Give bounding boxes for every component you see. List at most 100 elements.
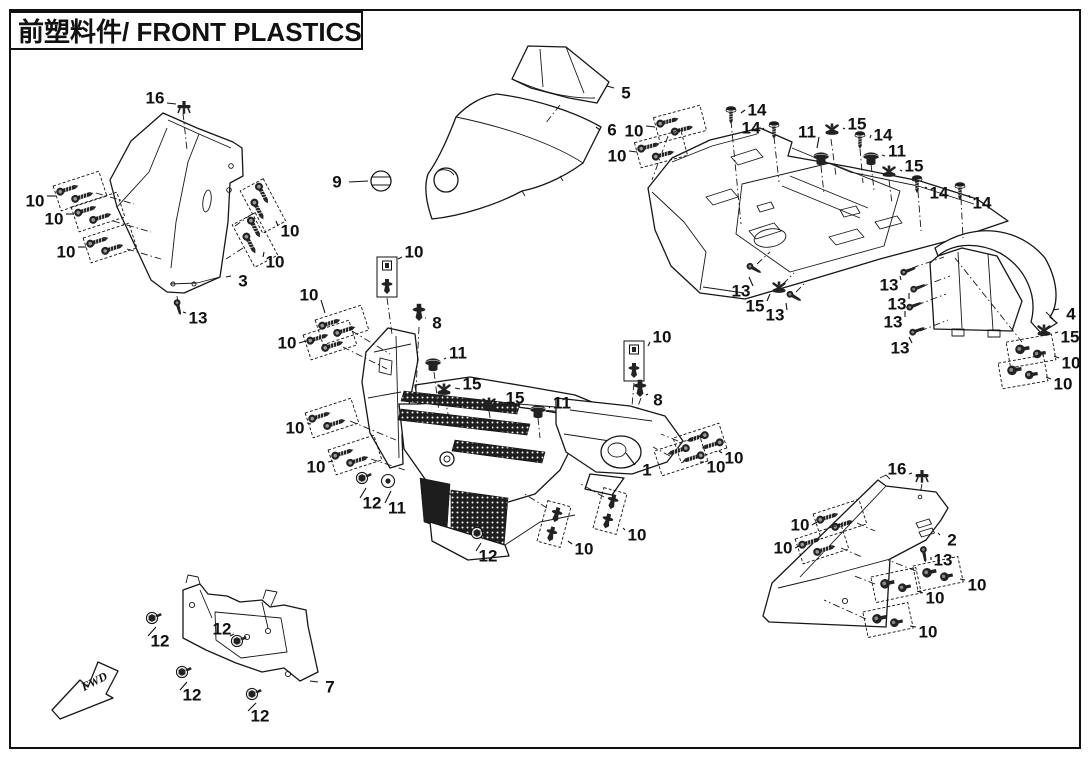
callout-12: 12: [175, 665, 202, 705]
callout-label: 14: [742, 119, 761, 138]
callout-2: 2: [937, 531, 957, 550]
part-front-bumper: [361, 327, 684, 561]
fwd-arrow: FWD: [51, 661, 119, 720]
leader-line: [794, 545, 800, 549]
callout-label: 15: [848, 115, 867, 134]
callout-label: 14: [874, 126, 893, 145]
callout-label: 14: [748, 101, 767, 120]
callout-label: 1: [642, 461, 651, 480]
small-screw-icon: [172, 298, 184, 317]
callout-label: 13: [884, 313, 903, 332]
callout-label: 10: [286, 419, 305, 438]
callout-13: 13: [732, 261, 763, 301]
leader-line: [606, 85, 615, 89]
callout-label: 5: [621, 84, 630, 103]
callout-10: 10: [232, 213, 284, 272]
callout-label: 10: [919, 623, 938, 642]
bolt-pair-icon: [303, 320, 357, 360]
leader-line: [881, 154, 886, 157]
callout-5: 5: [606, 84, 631, 103]
leader-line: [359, 487, 367, 499]
callout-label: 14: [930, 184, 949, 203]
plug-icon: [862, 151, 880, 166]
callout-10: 10: [774, 524, 849, 564]
callout-15: 15: [436, 375, 481, 397]
callout-label: 10: [926, 589, 945, 608]
leader-line: [1054, 331, 1059, 334]
callout-label: 13: [189, 309, 208, 328]
page-border: [9, 9, 1081, 749]
callout-10: 10: [300, 286, 369, 345]
leader-line: [595, 126, 601, 131]
callout-10: 10: [1006, 334, 1081, 373]
leader-line: [225, 275, 232, 278]
callout-11: 11: [424, 344, 467, 372]
leader-line: [924, 186, 928, 189]
leader-line: [968, 194, 971, 199]
star-clip-icon: [881, 164, 897, 179]
callout-label: 10: [707, 458, 726, 477]
callout-label: 7: [325, 678, 334, 697]
callout-label: 10: [405, 243, 424, 262]
callout-10: 10: [593, 488, 646, 545]
callout-label: 10: [57, 243, 76, 262]
hex-bolt-icon: [245, 687, 263, 701]
callout-15: 15: [1036, 323, 1079, 347]
leader-line: [309, 680, 319, 683]
callout-15: 15: [481, 389, 524, 411]
small-screw-icon: [919, 545, 929, 563]
leader-line: [899, 169, 903, 172]
callout-label: 10: [608, 147, 627, 166]
callout-8: 8: [413, 304, 442, 333]
callout-10: 10: [654, 436, 726, 477]
hex-bolt-icon: [355, 471, 373, 485]
push-clip-icon: [634, 380, 647, 397]
leader-line: [647, 341, 651, 347]
callout-label: 10: [1062, 354, 1081, 373]
callout-label: 10: [628, 526, 647, 545]
callout-label: 14: [973, 194, 992, 213]
callout-label: 9: [332, 173, 341, 192]
part-fender-flare: [929, 230, 1058, 338]
callout-10: 10: [863, 603, 938, 642]
leader-line: [816, 136, 820, 149]
plug-icon: [424, 357, 442, 372]
callout-10: 10: [625, 105, 707, 143]
callout-11: 11: [798, 123, 830, 166]
callout-15: 15: [746, 280, 787, 316]
leader-line: [348, 180, 369, 183]
callout-11: 11: [862, 142, 906, 166]
callout-label: 12: [183, 686, 202, 705]
callout-10: 10: [673, 423, 743, 468]
leader-line: [762, 127, 765, 130]
callout-14: 14: [742, 119, 780, 140]
callout-10: 10: [26, 171, 107, 211]
callout-16: 16: [888, 460, 930, 484]
screw-icon: [854, 130, 866, 150]
callout-label: 10: [300, 286, 319, 305]
hex-bolt-icon: [175, 665, 193, 679]
callout-label: 10: [281, 222, 300, 241]
hex-bolt-icon: [145, 611, 163, 625]
leader-line: [179, 681, 188, 691]
callout-label: 10: [26, 192, 45, 211]
callout-15: 15: [881, 157, 923, 179]
leader-line: [740, 109, 746, 114]
leader-line: [645, 125, 656, 128]
leader-line: [166, 102, 177, 105]
title-box: [9, 11, 363, 50]
leader-line: [645, 393, 649, 396]
callout-7: 7: [309, 678, 335, 697]
leader-line: [916, 590, 924, 594]
callout-label: 15: [746, 297, 765, 316]
callout-10: 10: [240, 179, 299, 241]
top-clip-icon: [914, 469, 930, 484]
callout-label: 2: [947, 531, 956, 550]
leader-line: [1045, 376, 1052, 380]
clip-box-icon: [624, 341, 644, 381]
callout-13: 13: [888, 281, 928, 314]
callout-10: 10: [45, 192, 125, 232]
